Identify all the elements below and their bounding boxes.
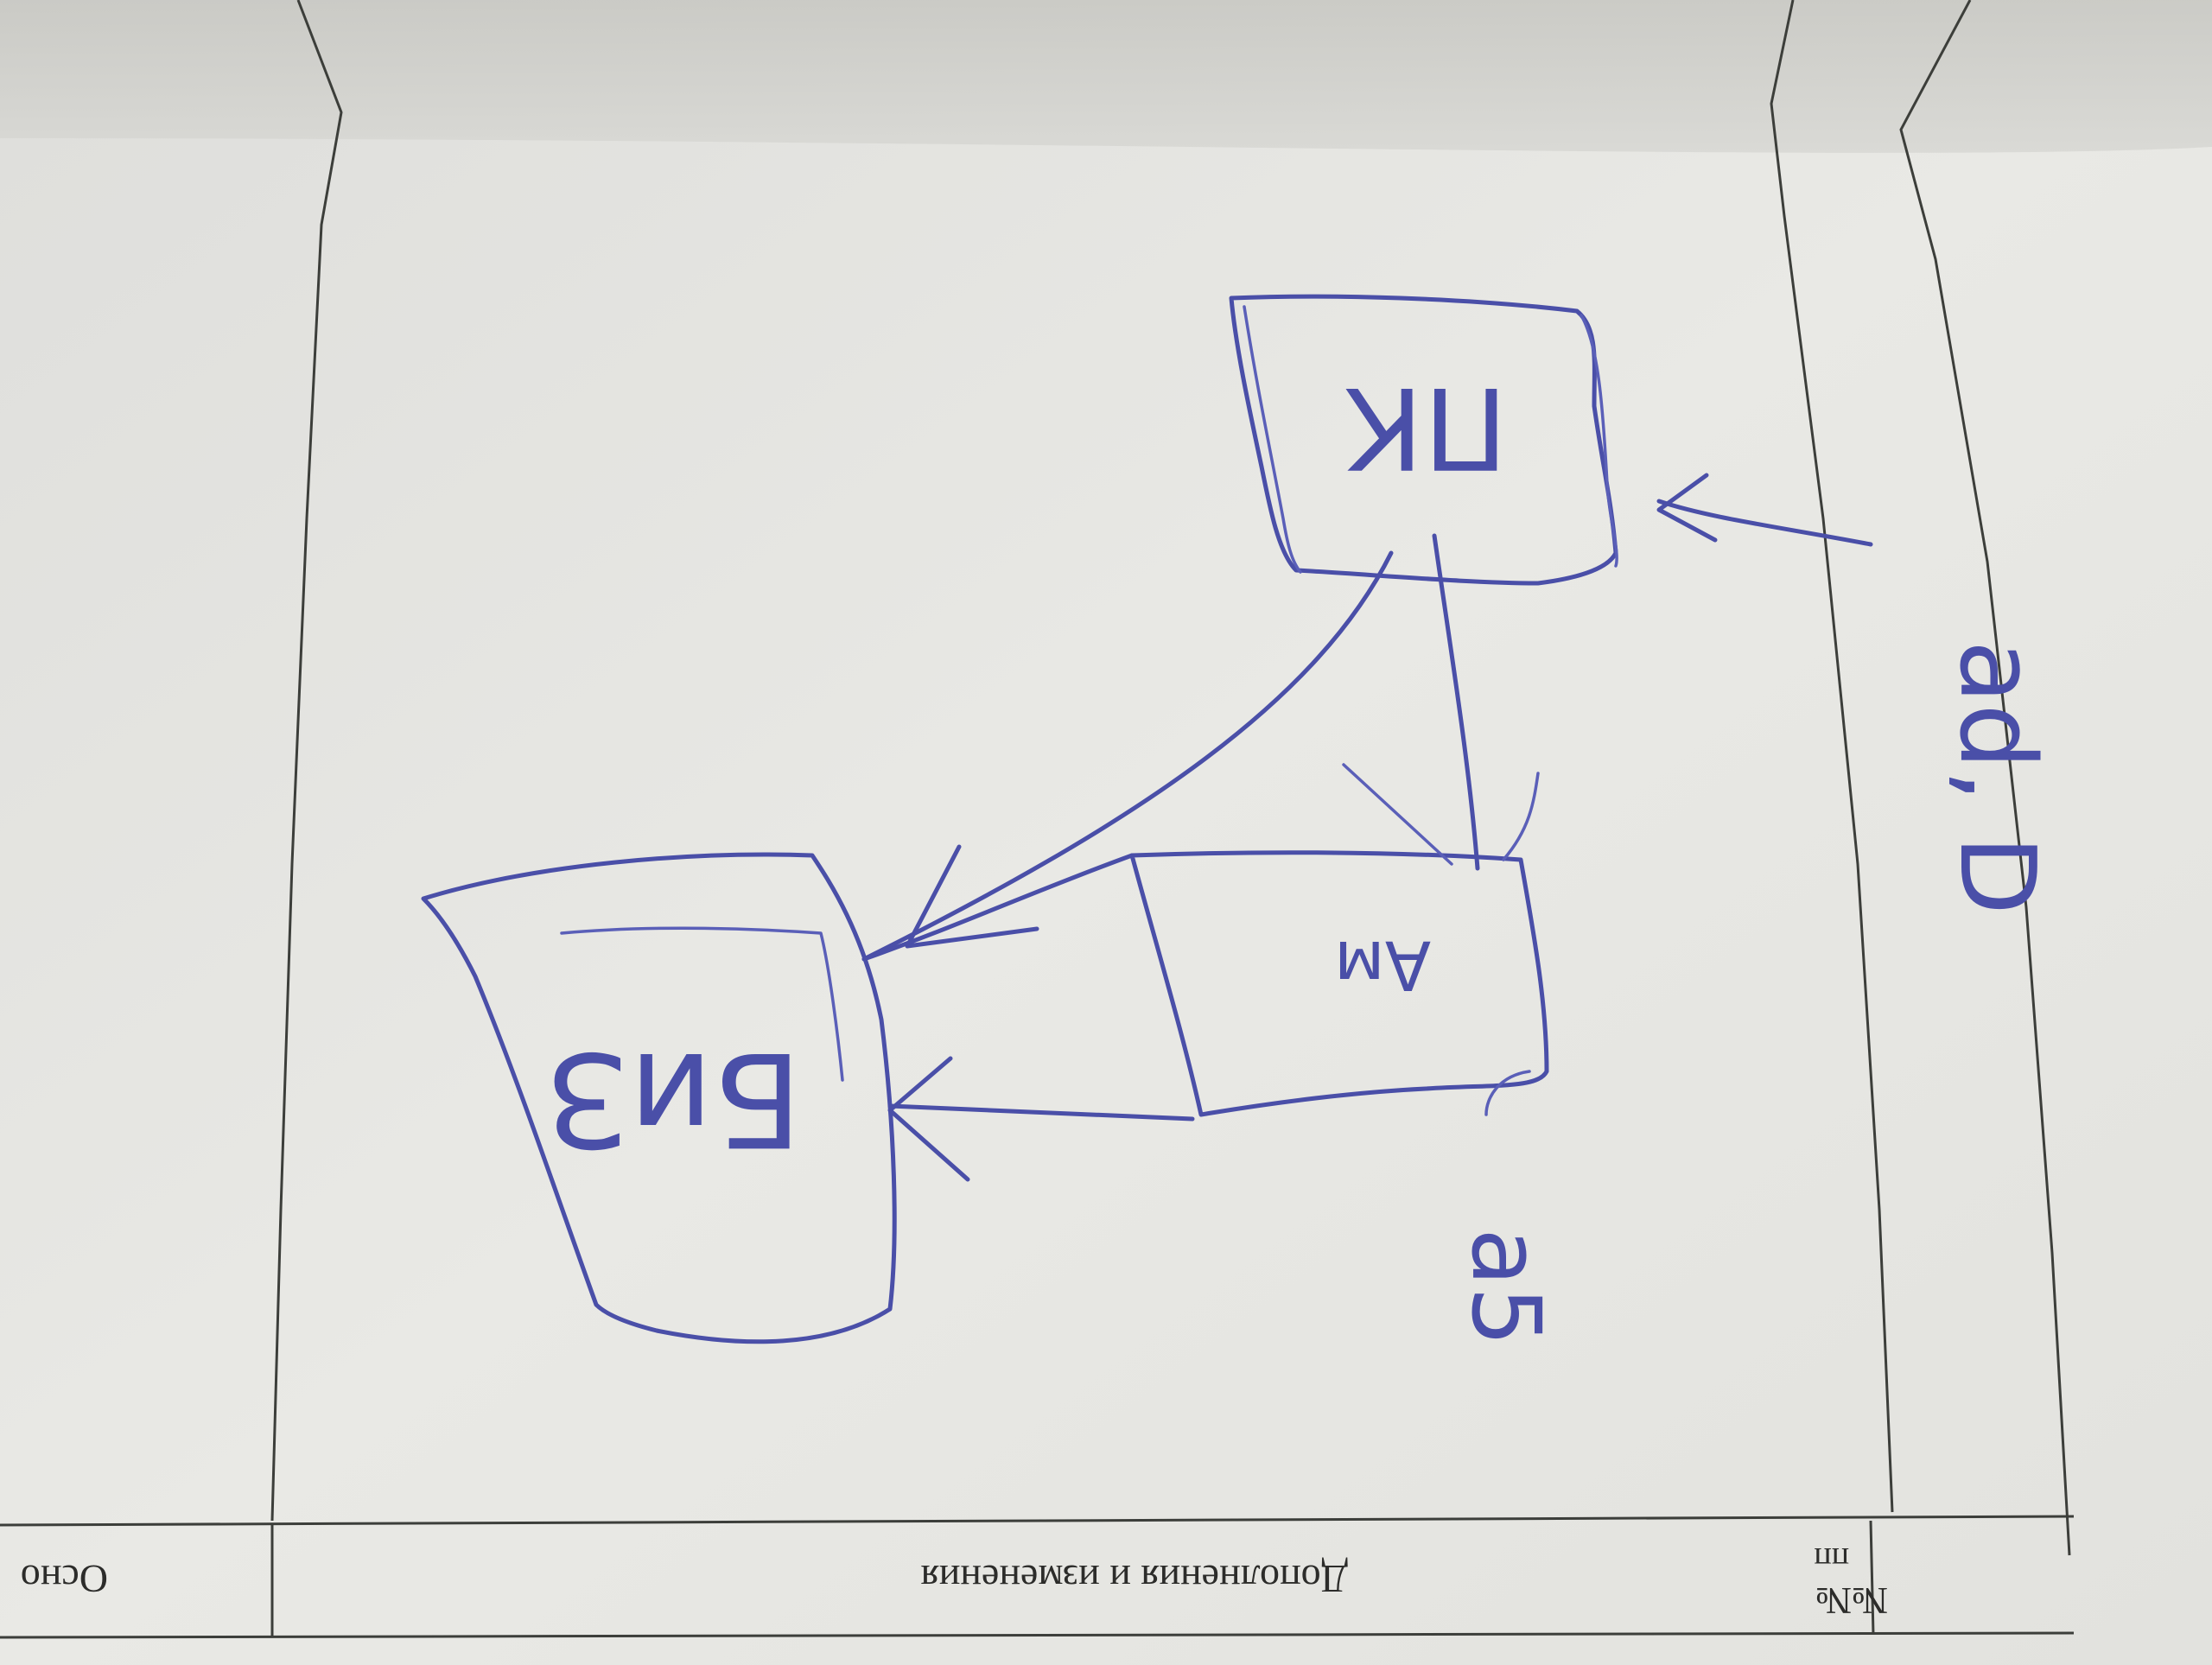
form-rule-right-1: [1770, 0, 1894, 1513]
sketch-box-middle: [1129, 850, 1549, 1117]
sketch-arrowhead-curve: [905, 844, 1039, 949]
sketch-box-top-label: ПК: [1344, 362, 1508, 493]
sketch-box-bottom-label: БиЗ: [546, 1023, 803, 1173]
sketch-arrowhead-right: [1656, 473, 1718, 543]
sketch-box-top: [1229, 294, 1618, 586]
header-number-line2: пп: [1814, 1541, 1849, 1577]
sketch-line-top-to-middle: [1432, 533, 1480, 871]
sketch-tick-cross-1: [1342, 763, 1453, 866]
sketch-tick-cross-3: [1484, 1070, 1531, 1116]
sketch-line-middle-to-bottom-upper: [861, 853, 1135, 962]
sketch-arrow-curve: [861, 550, 1394, 962]
sketch-box-top-double: [1243, 305, 1618, 574]
sketch-margin-note-2: a5: [1451, 1228, 1561, 1346]
form-rule-col-sep-2: [1869, 1520, 1875, 1636]
form-rule-right-2: [1899, 0, 2071, 1556]
sketch-line-middle-to-bottom-lower: [887, 1103, 1195, 1122]
header-number-line1: №№: [1815, 1579, 1888, 1622]
sketch-box-bottom-inner: [560, 926, 844, 1082]
sketch-arrow-right: [1656, 499, 1873, 547]
sketch-box-bottom: [421, 852, 897, 1344]
sketch-tick-cross-2: [1502, 772, 1540, 861]
sketch-box-middle-label: Ам: [1334, 925, 1431, 1003]
sketch-margin-note-1: ad, D: [1936, 640, 2056, 915]
header-basis: Осно: [21, 1557, 108, 1601]
form-rule-left: [270, 0, 343, 1522]
header-changes: Дополнения и изменения: [921, 1557, 1348, 1601]
form-rule-header-bottom: [0, 1631, 2075, 1639]
sketch-arrowhead-lower: [887, 1056, 970, 1182]
form-rule-header-top: [0, 1515, 2075, 1527]
page-fold-shadow: [0, 0, 2212, 153]
